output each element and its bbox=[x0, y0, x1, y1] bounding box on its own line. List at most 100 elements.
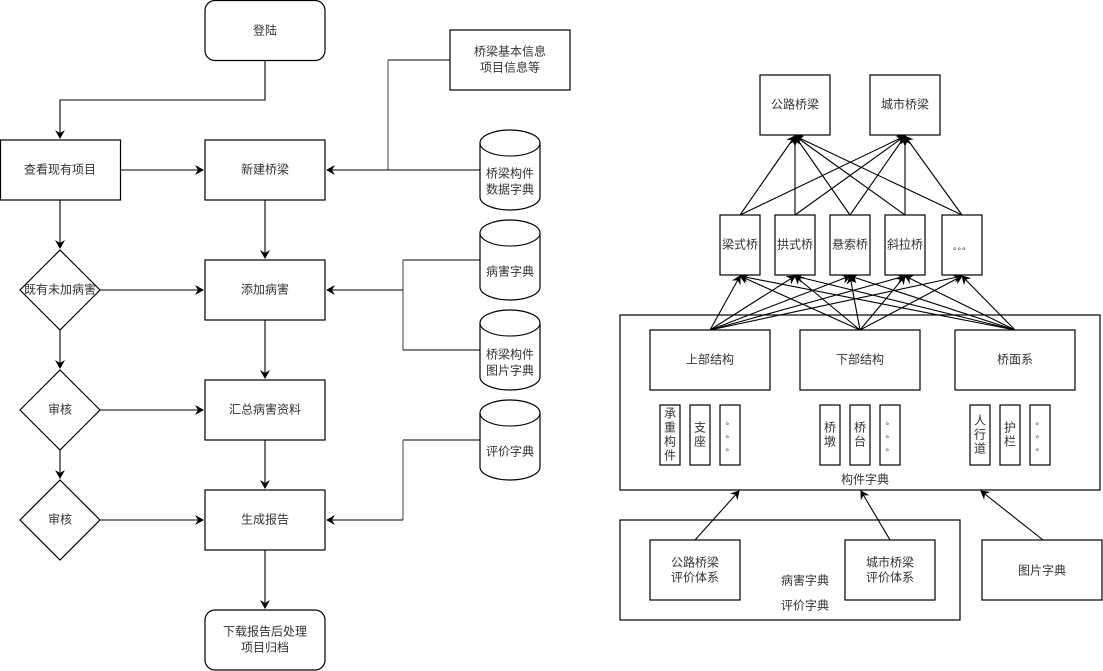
node-summarize-disease-label: 汇总病害资料 bbox=[229, 402, 301, 417]
edge-structure-1-to-type-0 bbox=[739, 274, 861, 331]
top-highway-bridge[interactable]: 公路桥梁 bbox=[759, 74, 831, 136]
structure-deck-system-label: 桥面系 bbox=[997, 353, 1033, 367]
node-summarize-disease[interactable]: 汇总病害资料 bbox=[204, 379, 326, 441]
eval-system-urban-line2: 评价体系 bbox=[866, 571, 914, 585]
structure-superstructure-label: 上部结构 bbox=[686, 352, 734, 367]
bridge-type-cable-stayed[interactable]: 斜拉桥 bbox=[884, 214, 926, 276]
node-login[interactable]: 登陆 bbox=[204, 0, 326, 62]
flow-edges bbox=[55, 59, 480, 609]
component-char: 构 bbox=[664, 434, 676, 449]
edge-type-2-to-top-0 bbox=[794, 135, 851, 216]
node-login-label: 登陆 bbox=[253, 23, 277, 38]
edge-type-3-to-top-0 bbox=[794, 135, 906, 216]
node-new-bridge-label: 新建桥梁 bbox=[241, 162, 289, 177]
db-component-data-line2: 数据字典 bbox=[486, 182, 534, 197]
bridge-type-more-label: 。。。 bbox=[953, 243, 971, 253]
decision-review-2[interactable]: 审核 bbox=[19, 479, 101, 561]
component-dict-label: 构件字典 bbox=[841, 472, 889, 487]
node-new-bridge[interactable]: 新建桥梁 bbox=[204, 139, 326, 201]
eval-system-highway[interactable]: 公路桥梁 评价体系 bbox=[649, 539, 741, 601]
component-pier[interactable]: 桥墩 bbox=[819, 404, 841, 466]
component-char: 。 bbox=[1035, 444, 1044, 454]
component-char: 。 bbox=[725, 418, 734, 428]
bridge-type-more[interactable]: 。。。 bbox=[941, 214, 983, 276]
db-component-data-line1: 桥梁构件 bbox=[486, 166, 534, 181]
decision-review-1[interactable]: 审核 bbox=[19, 369, 101, 451]
node-add-disease-label: 添加病害 bbox=[241, 282, 289, 297]
bridge-type-suspension[interactable]: 悬索桥 bbox=[829, 214, 871, 276]
image-dict-label: 图片字典 bbox=[1018, 563, 1066, 578]
node-bridge-info[interactable]: 桥梁基本信息 项目信息等 bbox=[449, 29, 571, 91]
top-highway-bridge-label: 公路桥梁 bbox=[771, 97, 819, 112]
component-guardrail[interactable]: 护栏 bbox=[999, 404, 1021, 466]
node-download-archive-line2: 项目归档 bbox=[241, 641, 289, 655]
db-evaluation-label: 评价字典 bbox=[486, 444, 534, 459]
node-add-disease[interactable]: 添加病害 bbox=[204, 259, 326, 321]
structure-substructure-label: 下部结构 bbox=[836, 352, 884, 367]
component-abutment[interactable]: 桥台 bbox=[849, 404, 871, 466]
component-char: 。 bbox=[885, 444, 894, 454]
eval-system-urban[interactable]: 城市桥梁 评价体系 bbox=[844, 539, 936, 601]
edge-type-0-to-top-0 bbox=[739, 135, 796, 216]
edge-structure-0-to-type-4 bbox=[709, 272, 963, 331]
db-disease[interactable]: 病害字典 bbox=[479, 219, 541, 301]
component-char: 护 bbox=[1004, 421, 1016, 435]
edge-urban-eval-to-component-dict bbox=[860, 490, 891, 541]
node-generate-report-label: 生成报告 bbox=[241, 512, 289, 527]
structure-substructure[interactable]: 下部结构 bbox=[799, 329, 921, 391]
db-evaluation[interactable]: 评价字典 bbox=[479, 399, 541, 481]
node-view-projects[interactable]: 查看现有项目 bbox=[0, 139, 122, 201]
edge-structure-0-to-type-0 bbox=[709, 275, 741, 331]
component-char: 人 bbox=[974, 414, 986, 428]
structure-superstructure[interactable]: 上部结构 bbox=[649, 329, 771, 391]
component-char: 。 bbox=[885, 418, 894, 428]
component-char: 桥 bbox=[824, 421, 836, 435]
node-download-archive-line1: 下载报告后处理 bbox=[223, 624, 307, 639]
db-component-image-line2: 图片字典 bbox=[486, 363, 534, 378]
top-urban-bridge-label: 城市桥梁 bbox=[881, 97, 929, 112]
edge-structure-2-to-type-2 bbox=[849, 273, 1016, 331]
hierarchy-edges bbox=[709, 134, 1016, 331]
disease-dict-label: 病害字典 bbox=[781, 573, 829, 588]
image-dict[interactable]: 图片字典 bbox=[981, 539, 1103, 601]
bridge-type-beam[interactable]: 梁式桥 bbox=[719, 214, 761, 276]
node-bridge-info-line2: 项目信息等 bbox=[480, 60, 540, 75]
component-char: 。 bbox=[725, 431, 734, 441]
component-more[interactable]: 。。。 bbox=[1029, 404, 1051, 466]
edge-structure-2-to-type-3 bbox=[904, 275, 1016, 331]
edge-structure-0-to-type-1 bbox=[709, 275, 796, 331]
edge-structure-1-to-type-2 bbox=[846, 275, 861, 331]
db-component-image[interactable]: 桥梁构件 图片字典 bbox=[479, 309, 541, 391]
component-sidewalk[interactable]: 人行道 bbox=[969, 404, 991, 466]
node-bridge-info-line1: 桥梁基本信息 bbox=[474, 44, 546, 59]
component-more[interactable]: 。。。 bbox=[719, 404, 741, 466]
component-bearing[interactable]: 支座 bbox=[689, 404, 711, 466]
evaluation-dict-label: 评价字典 bbox=[781, 598, 829, 613]
db-component-image-line1: 桥梁构件 bbox=[486, 347, 534, 362]
db-disease-label: 病害字典 bbox=[486, 264, 534, 279]
eval-system-urban-line1: 城市桥梁 bbox=[866, 555, 914, 570]
eval-system-highway-line2: 评价体系 bbox=[671, 571, 719, 585]
decision-existing-disease[interactable]: 既有未加病害 bbox=[19, 249, 101, 331]
decision-review-1-label: 审核 bbox=[48, 402, 72, 417]
component-more[interactable]: 。。。 bbox=[879, 404, 901, 466]
edge-structure-1-to-type-4 bbox=[859, 275, 963, 331]
edge-structure-0-to-type-3 bbox=[709, 273, 906, 331]
component-char: 。 bbox=[1035, 431, 1044, 441]
edge-structure-2-to-type-0 bbox=[739, 272, 1016, 331]
edge-login-to-view bbox=[55, 60, 266, 139]
top-urban-bridge[interactable]: 城市桥梁 bbox=[869, 74, 941, 136]
component-char: 台 bbox=[854, 434, 866, 449]
node-download-archive[interactable]: 下载报告后处理 项目归档 bbox=[204, 609, 326, 671]
bridge-type-arch[interactable]: 拱式桥 bbox=[774, 214, 816, 276]
component-char: 座 bbox=[694, 434, 706, 449]
structure-deck-system[interactable]: 桥面系 bbox=[954, 329, 1076, 391]
decision-existing-disease-label: 既有未加病害 bbox=[24, 282, 96, 297]
node-generate-report[interactable]: 生成报告 bbox=[204, 489, 326, 551]
edge-structure-2-to-type-1 bbox=[794, 273, 1016, 331]
component-char: 墩 bbox=[824, 435, 836, 449]
component-char: 行 bbox=[974, 428, 986, 442]
db-component-data[interactable]: 桥梁构件 数据字典 bbox=[479, 129, 541, 211]
